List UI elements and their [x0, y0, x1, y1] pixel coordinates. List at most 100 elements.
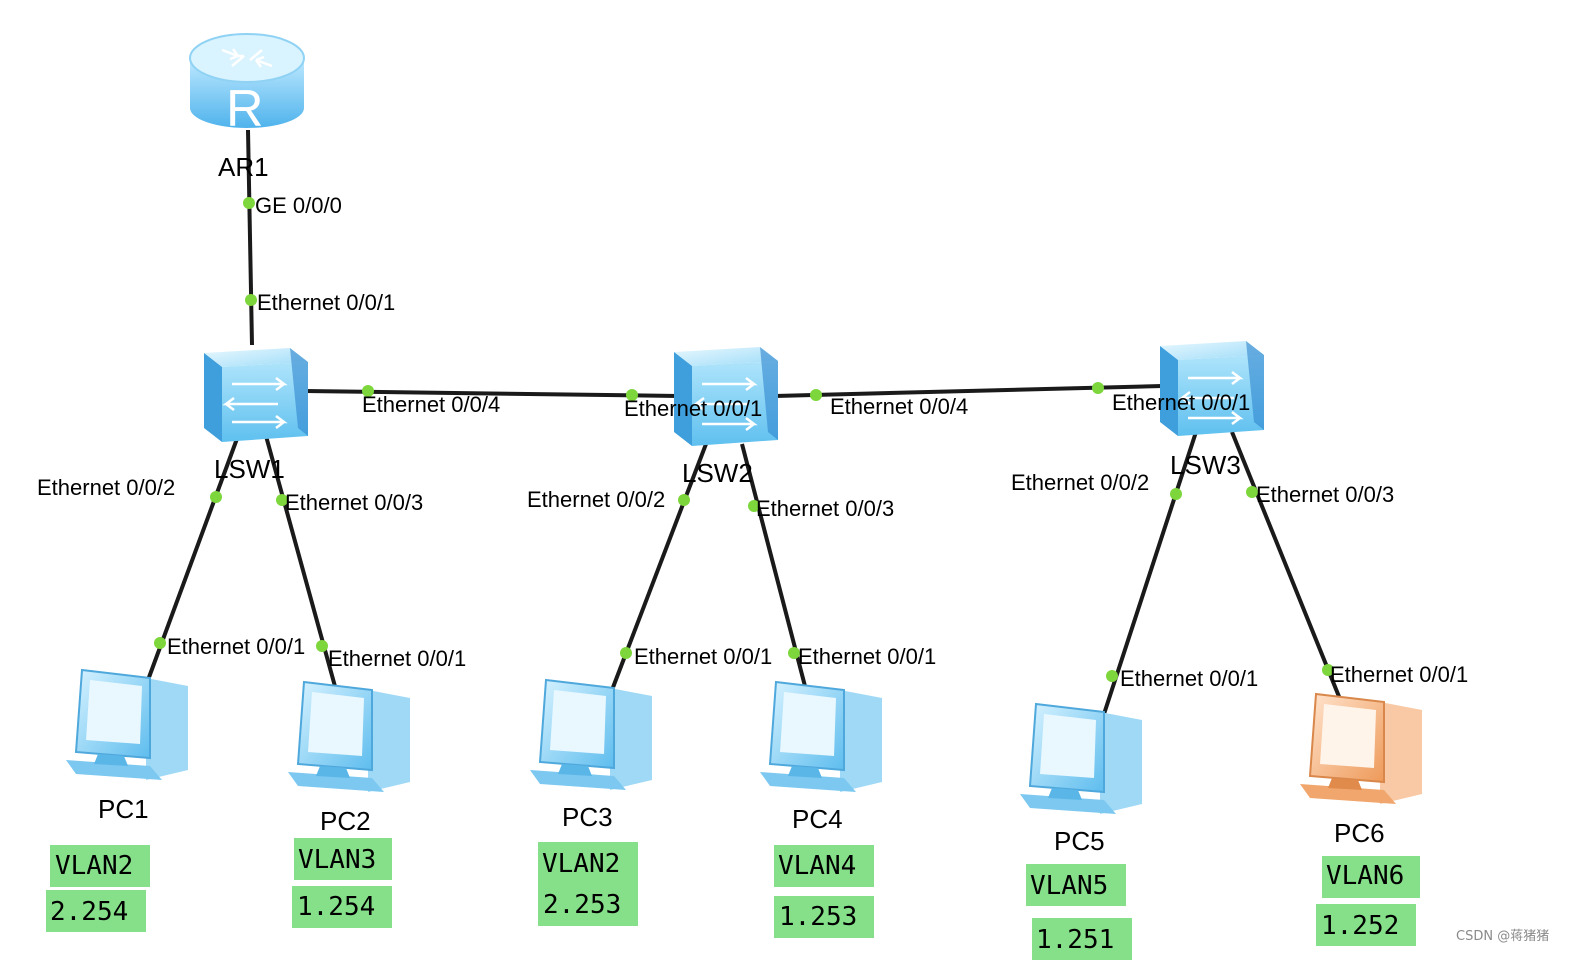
pc-5[interactable]: PC5 — [1020, 702, 1142, 856]
port-dot — [276, 494, 288, 506]
port-dot — [154, 637, 166, 649]
router-ar1[interactable]: R AR1 — [189, 33, 305, 182]
switch-name: LSW2 — [682, 458, 753, 488]
port-dot — [620, 647, 632, 659]
pc-name: PC2 — [320, 806, 371, 836]
vlan-tag-bg — [294, 838, 392, 880]
port-dot — [788, 647, 800, 659]
link-ar1-lsw1 — [246, 129, 254, 346]
port-label-lsw1-e2: Ethernet 0/0/2 — [37, 475, 175, 500]
ip-tag-bg — [46, 890, 146, 932]
port-dot — [1170, 488, 1182, 500]
port-label-pc3-e1: Ethernet 0/0/1 — [634, 644, 772, 669]
ip-tag-bg — [292, 886, 392, 928]
port-label-lsw1-e3: Ethernet 0/0/3 — [285, 490, 423, 515]
vlan-tag: VLAN4 — [778, 851, 856, 881]
tag-pc3: VLAN2 2.253 — [538, 842, 638, 926]
port-label-pc4-e1: Ethernet 0/0/1 — [798, 644, 936, 669]
vlan-tag: VLAN6 — [1326, 861, 1404, 891]
switch-name: LSW3 — [1170, 450, 1241, 480]
port-dot — [678, 494, 690, 506]
ip-tag: 1.252 — [1321, 911, 1399, 941]
port-dot — [748, 500, 760, 512]
port-label-pc1-e1: Ethernet 0/0/1 — [167, 634, 305, 659]
port-dot — [210, 491, 222, 503]
pc-4[interactable]: PC4 — [760, 680, 882, 834]
vlan-tags: VLAN2 2.254 VLAN3 1.254 VLAN2 2.253 VLAN… — [46, 838, 1420, 960]
switch-lsw1[interactable]: LSW1 — [204, 348, 308, 484]
switch-icon — [674, 347, 778, 446]
pc-name: PC3 — [562, 802, 613, 832]
pc-3[interactable]: PC3 — [530, 678, 652, 832]
pc-icon — [1300, 692, 1422, 804]
switch-icon — [204, 348, 308, 442]
port-dot — [1322, 664, 1334, 676]
tag-pc5: VLAN5 1.251 — [1026, 864, 1132, 960]
tag-pc2: VLAN3 1.254 — [292, 838, 392, 928]
pc-name: PC1 — [98, 794, 149, 824]
link-lsw3-pc6 — [1230, 431, 1344, 705]
pc-icon — [760, 680, 882, 792]
pc-icon — [66, 668, 188, 780]
port-dot — [362, 385, 374, 397]
ip-tag: 1.254 — [297, 892, 375, 922]
port-label-lsw2-e2: Ethernet 0/0/2 — [527, 487, 665, 512]
port-dot — [626, 389, 638, 401]
watermark: CSDN @蒋猪猪 — [1456, 929, 1549, 944]
port-dots — [154, 197, 1334, 682]
port-label-pc2-e1: Ethernet 0/0/1 — [328, 646, 466, 671]
pc-name: PC4 — [792, 804, 843, 834]
pc-1[interactable]: PC1 — [66, 668, 188, 824]
port-label-lsw1-e4: Ethernet 0/0/4 — [362, 392, 500, 417]
pc-name: PC5 — [1054, 826, 1105, 856]
router-name: AR1 — [218, 152, 269, 182]
port-label-pc6-e1: Ethernet 0/0/1 — [1330, 662, 1468, 687]
port-label-lsw3-e3: Ethernet 0/0/3 — [1256, 482, 1394, 507]
port-labels: GE 0/0/0 Ethernet 0/0/1 Ethernet 0/0/4 E… — [37, 193, 1468, 691]
switch-name: LSW1 — [214, 454, 285, 484]
pc-icon — [1020, 702, 1142, 814]
vlan-tag-bg — [774, 845, 874, 887]
ip-tag-bg — [774, 896, 874, 938]
router-icon: R — [189, 33, 305, 138]
vlan-tag-bg — [538, 842, 638, 884]
vlan-tag-bg — [50, 845, 150, 887]
port-label-pc5-e1: Ethernet 0/0/1 — [1120, 666, 1258, 691]
switch-lsw2[interactable]: LSW2 — [674, 347, 778, 488]
port-dot — [243, 197, 255, 209]
port-dot — [810, 389, 822, 401]
link-lsw3-pc5 — [1102, 431, 1198, 715]
port-label-lsw3-e1: Ethernet 0/0/1 — [1112, 390, 1250, 415]
vlan-tag-bg — [1322, 856, 1420, 898]
tag-pc1: VLAN2 2.254 — [46, 845, 150, 932]
pc-2[interactable]: PC2 — [288, 680, 410, 836]
vlan-tag: VLAN2 — [542, 849, 620, 879]
vlan-tag: VLAN3 — [298, 845, 376, 875]
vlan-tag-bg — [1026, 864, 1126, 906]
port-dot — [1106, 670, 1118, 682]
port-label-lsw1-up: Ethernet 0/0/1 — [257, 290, 395, 315]
router-r-glyph: R — [226, 80, 264, 138]
vlan-tag: VLAN5 — [1030, 871, 1108, 901]
port-label-ar1-ge: GE 0/0/0 — [255, 193, 342, 218]
pc-icon — [288, 680, 410, 792]
ip-tag: 1.253 — [779, 902, 857, 932]
tag-pc6: VLAN6 1.252 — [1316, 856, 1420, 946]
port-dot — [1092, 382, 1104, 394]
ip-tag: 2.254 — [50, 897, 128, 927]
switch-lsw3[interactable]: LSW3 — [1160, 341, 1264, 480]
port-label-lsw2-e4: Ethernet 0/0/4 — [830, 394, 968, 419]
vlan-tag: VLAN2 — [55, 851, 133, 881]
pc-6[interactable]: PC6 — [1300, 692, 1422, 848]
tag-pc4: VLAN4 1.253 — [774, 845, 874, 938]
pc-icon — [530, 678, 652, 790]
switch-icon — [1160, 341, 1264, 436]
port-dot — [316, 640, 328, 652]
pc-name: PC6 — [1334, 818, 1385, 848]
ip-tag: 1.251 — [1036, 925, 1114, 955]
port-dot — [245, 294, 257, 306]
port-dot — [1246, 486, 1258, 498]
port-label-lsw3-e2: Ethernet 0/0/2 — [1011, 470, 1149, 495]
ip-tag: 2.253 — [543, 890, 621, 920]
